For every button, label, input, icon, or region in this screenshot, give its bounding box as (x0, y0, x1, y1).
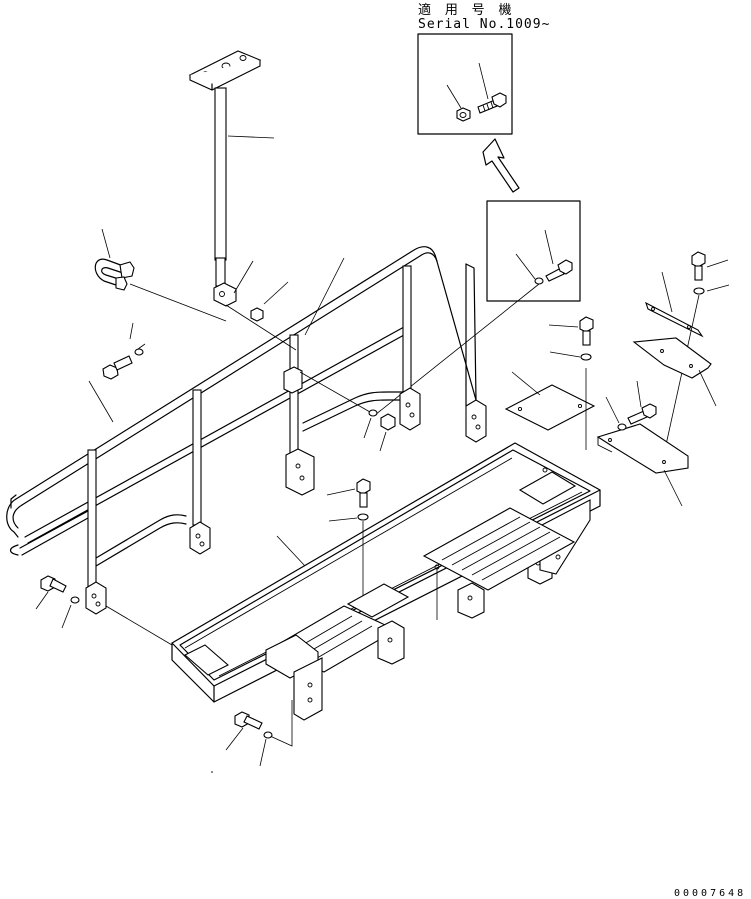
leader-center-bolt-washer (328, 517, 358, 522)
upper-right-strip (645, 301, 704, 338)
inset-bolt (477, 92, 507, 114)
leader-left-washer (129, 322, 134, 340)
left-washer (134, 348, 144, 356)
left-bolt (102, 355, 133, 380)
leader-right-washer-mid (605, 396, 620, 424)
vertical-stay (188, 50, 262, 307)
assembly-line-left-foot (105, 605, 173, 646)
assembly-line-ubolt (129, 283, 227, 322)
right-cover-plate (632, 337, 712, 379)
u-bolt (94, 258, 135, 291)
leader-center-nut (379, 431, 387, 452)
assembly-line-lower-bolt (269, 700, 293, 747)
cover-bolt (579, 316, 594, 346)
leader-u-bolt (101, 228, 111, 259)
inset-caption-applicability: 適 用 号 機 (418, 2, 514, 18)
leader-cover-bolt (548, 324, 579, 328)
leader-stay (227, 135, 275, 139)
leader-post-bracket (233, 260, 254, 294)
assembly-line-right (661, 294, 700, 464)
leader-inset-nut (446, 84, 462, 109)
assembly-line-stay-to-post (225, 304, 297, 351)
leader-center-washer (363, 417, 372, 439)
drawing-code: 00007648 (674, 888, 746, 899)
leader-right-cover-plate (698, 369, 717, 407)
leader-lower-left-washer (61, 604, 72, 629)
inset-caption-serial: Serial No.1009~ (418, 17, 550, 32)
bottom-washer (263, 731, 273, 739)
right-washer-top (693, 287, 705, 295)
center-nut (380, 413, 396, 431)
right-bolt-mid (627, 403, 657, 425)
lower-left-washer (70, 596, 80, 604)
leader-box-washer (515, 253, 536, 280)
leader-lower-right-bracket (663, 469, 683, 507)
cover-plate (504, 384, 596, 431)
box-bolt (545, 259, 573, 282)
center-washer (368, 409, 378, 417)
stray-dot (211, 771, 213, 773)
leader-inset-bolt (478, 62, 489, 100)
center-bolt (356, 478, 371, 508)
center-bolt-washer (357, 513, 369, 521)
leader-upper-strip (661, 271, 673, 313)
box-washer (534, 277, 544, 285)
leader-bracket-stay (304, 257, 345, 336)
walkway-frame (171, 442, 601, 721)
post-nut-1 (250, 307, 264, 322)
leader-cover-washer (549, 351, 581, 358)
reference-arrow (482, 138, 520, 193)
leader-cover-plate (511, 371, 541, 396)
leader-lower-left-bolt (35, 591, 49, 610)
leader-bottom-washer (259, 738, 267, 767)
leader-walkway (276, 535, 306, 567)
inset-nut (456, 107, 471, 122)
lower-right-bracket (596, 423, 689, 474)
leader-right-washer-top (706, 284, 730, 292)
leader-box-bolt (544, 229, 554, 265)
leader-right-bolt-top (706, 259, 729, 268)
right-bolt-top (691, 251, 706, 281)
serial-inset-box (417, 33, 513, 135)
bottom-bolt (234, 711, 263, 730)
cover-washer (580, 353, 592, 361)
leader-right-bolt-mid (636, 380, 642, 408)
leader-handrail (88, 380, 114, 423)
handrail (6, 246, 487, 615)
leader-center-bolt (326, 488, 356, 496)
leader-post-nut-1 (263, 281, 289, 305)
leader-bottom-bolt (225, 727, 244, 751)
assembly-line-left-washer (137, 343, 146, 350)
lower-left-bolt (40, 575, 67, 593)
assembly-line-post-nut (299, 371, 371, 413)
right-washer-mid (617, 423, 627, 431)
